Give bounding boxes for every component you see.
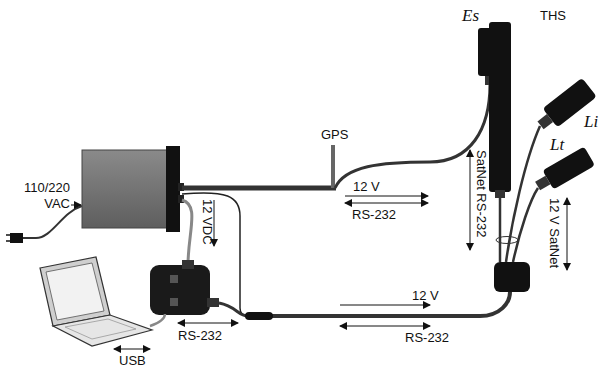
serial-converter bbox=[150, 265, 210, 315]
signal-label: SatNet RS-232 bbox=[474, 150, 489, 237]
cable bbox=[270, 292, 510, 316]
cable bbox=[335, 84, 490, 188]
cable bbox=[219, 303, 248, 316]
port-label: USB bbox=[119, 353, 146, 368]
cable bbox=[182, 186, 336, 191]
part-name: Li bbox=[584, 114, 598, 129]
part-name: GPS bbox=[321, 127, 348, 142]
part-name: Lt bbox=[550, 137, 564, 152]
power-line-label: 12 V bbox=[412, 288, 439, 303]
signal-arrow bbox=[567, 198, 568, 270]
tilt-heading-sensor bbox=[489, 22, 511, 198]
signal-arrow bbox=[71, 205, 81, 206]
laptop bbox=[53, 315, 152, 346]
part-name: Es bbox=[462, 8, 479, 23]
supply-voltage: 110/220 VAC bbox=[6, 180, 70, 212]
cable-hub bbox=[494, 262, 530, 292]
signal-arrow bbox=[340, 305, 430, 306]
signal-label: 12 V SatNet bbox=[547, 198, 562, 268]
power-box bbox=[166, 146, 180, 232]
gps-antenna bbox=[331, 145, 335, 188]
part-name: THS bbox=[540, 8, 566, 23]
serial-converter bbox=[182, 260, 194, 269]
cable bbox=[496, 237, 518, 244]
signal-arrow bbox=[345, 196, 428, 197]
signal-arrow bbox=[470, 150, 471, 250]
radiance-sensor bbox=[543, 146, 596, 189]
signal-label: RS-232 bbox=[352, 207, 396, 222]
tilt-heading-sensor bbox=[495, 190, 505, 198]
laptop bbox=[40, 257, 110, 326]
radiance-sensor bbox=[532, 146, 595, 195]
signal-arrow bbox=[340, 326, 430, 327]
cable bbox=[182, 200, 192, 265]
laptop bbox=[40, 257, 152, 346]
cable bbox=[150, 314, 165, 326]
power-plug bbox=[6, 234, 10, 236]
power-box bbox=[82, 150, 168, 228]
cable-junction bbox=[245, 312, 273, 320]
serial-converter bbox=[170, 298, 178, 306]
signal-arrow bbox=[178, 323, 238, 324]
serial-converter bbox=[170, 275, 178, 283]
power-line-label: 12 VDC bbox=[200, 199, 215, 245]
laptop bbox=[65, 319, 136, 339]
signal-arrow bbox=[345, 203, 428, 204]
tilt-heading-sensor bbox=[489, 22, 511, 192]
radiance-sensor bbox=[535, 176, 550, 191]
power-plug bbox=[6, 240, 10, 242]
laptop bbox=[46, 263, 104, 320]
signal-label: RS-232 bbox=[178, 328, 222, 343]
power-line-label: 12 V bbox=[353, 179, 380, 194]
power-box bbox=[82, 146, 184, 232]
serial-converter bbox=[207, 298, 219, 307]
cable bbox=[513, 188, 538, 262]
serial-converter bbox=[150, 260, 219, 315]
cable bbox=[506, 126, 540, 262]
power-plug bbox=[6, 206, 82, 243]
cable bbox=[182, 84, 490, 188]
radiance-sensor bbox=[537, 114, 553, 129]
signal-label: RS-232 bbox=[405, 330, 449, 345]
cable bbox=[499, 196, 502, 262]
power-plug bbox=[10, 233, 23, 243]
signal-arrow bbox=[114, 349, 150, 350]
